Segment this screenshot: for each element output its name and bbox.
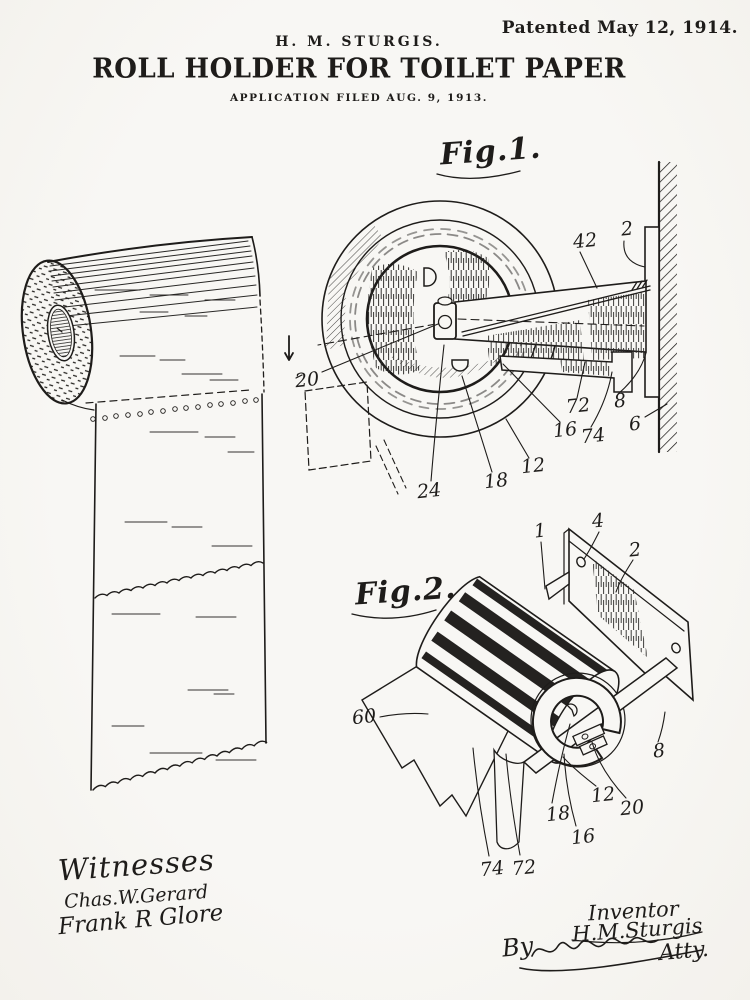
fig2-label: Fig.2.	[353, 570, 458, 613]
patent-title: ROLL HOLDER FOR TOILET PAPER	[92, 53, 626, 85]
roll-outline	[47, 236, 253, 263]
fig2-ref-20: 20	[618, 795, 646, 821]
inventor-name-heading: H. M. STURGIS.	[275, 34, 443, 50]
roll-elevation-drawing	[20, 236, 303, 791]
fig1-ref-18: 18	[482, 468, 510, 494]
fig1-pin-upper	[423, 267, 437, 287]
fig1-ref-24: 24	[415, 478, 443, 504]
attorney-suffix: Atty.	[658, 936, 710, 967]
signature-flourishes	[519, 931, 703, 972]
fig1-label: Fig.1.	[438, 130, 543, 173]
attorney-signature	[519, 936, 703, 972]
fig2-ref-16: 16	[569, 824, 597, 850]
mid-tear-edge	[94, 561, 264, 599]
fig1-phantom-roll	[304, 381, 372, 471]
application-filed-line: APPLICATION FILED AUG. 9, 1913.	[229, 92, 489, 104]
fig1-ref-12: 12	[519, 453, 547, 479]
fig2-ref-4: 4	[590, 509, 606, 533]
fig2-label-flourish	[351, 609, 437, 619]
fig1-ref-74: 74	[579, 423, 607, 449]
fig2-top-bar	[545, 570, 570, 601]
roll-surface-lines	[49, 240, 258, 328]
fig1-ref-42: 42	[571, 228, 599, 254]
sheet-left-edge	[90, 403, 97, 791]
fig1-ref-72: 72	[564, 393, 592, 419]
bottom-tear-edge	[92, 740, 268, 791]
fig1-ref-6: 6	[627, 412, 643, 436]
fig2-ref-8: 8	[651, 739, 667, 763]
fig1-label-flourish	[436, 170, 521, 179]
fig2-ref-2: 2	[627, 538, 643, 562]
sheet-shade-marks	[94, 289, 257, 761]
fig1-ref-2: 2	[619, 217, 635, 241]
fig1-ref-20: 20	[293, 367, 321, 393]
fig2-yoke	[532, 676, 622, 767]
fig2-screw-hole-upper	[576, 556, 586, 568]
fig2-ref-72: 72	[510, 855, 538, 881]
fig1-wall-hatch	[659, 162, 677, 452]
fig2-spindle-peg	[565, 703, 578, 717]
perforation-row	[90, 397, 259, 422]
sheet-right-edge	[261, 393, 267, 744]
fig2-ref-60: 60	[350, 704, 378, 730]
fig1-wall-plate	[644, 226, 660, 398]
fig1-drawing	[304, 160, 677, 495]
title-block: H. M. STURGIS. ROLL HOLDER FOR TOILET PA…	[0, 0, 718, 104]
fig2-paper-tail	[493, 747, 525, 850]
fig1-ref-16: 16	[551, 417, 579, 443]
inventor-underline	[571, 931, 703, 944]
fig2-ref-74: 74	[478, 856, 506, 882]
fig2-ref-1: 1	[532, 519, 548, 543]
by-label: By	[500, 931, 535, 963]
fig2-drawing	[351, 527, 694, 857]
fig2-leader-lines	[379, 531, 666, 857]
fig1-spring-blade	[461, 285, 651, 337]
fig2-ref-12: 12	[589, 782, 617, 808]
fig1-ref-8: 8	[612, 389, 628, 413]
fig2-ref-18: 18	[544, 801, 572, 827]
fig2-screw-hole-lower	[671, 642, 681, 654]
fig2-roll-end-circle	[530, 672, 626, 768]
direction-arrow	[284, 335, 303, 379]
fig1-pin-lower	[451, 359, 469, 372]
fig1-leader-lines	[321, 240, 668, 482]
patented-date: Patented May 12, 1914.	[501, 18, 738, 38]
